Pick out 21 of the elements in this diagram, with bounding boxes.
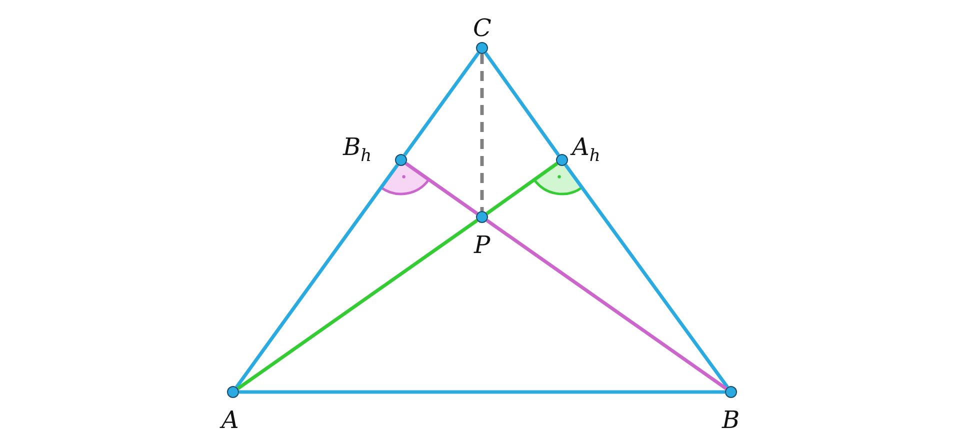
point-marker (476, 42, 488, 54)
point-label: A$_{h}$ (572, 135, 600, 165)
line-segment (484, 52, 560, 156)
line-segment (403, 52, 480, 156)
dashed-segment (480, 54, 484, 211)
point-label: C (473, 16, 492, 40)
point-label: P (474, 233, 490, 257)
point-marker (395, 154, 407, 166)
point-label: B$_{h}$ (343, 135, 372, 165)
point-label: B (722, 408, 740, 432)
line-segment (404, 162, 478, 215)
line-segment (239, 390, 725, 394)
point-marker (556, 154, 568, 166)
point-label: A (222, 408, 239, 432)
line-segment (486, 219, 728, 390)
point-marker (725, 386, 737, 398)
point-marker (227, 386, 239, 398)
line-segment (235, 164, 399, 388)
line-segment (236, 219, 478, 390)
line-segment (486, 162, 558, 215)
line-segment (564, 164, 729, 388)
